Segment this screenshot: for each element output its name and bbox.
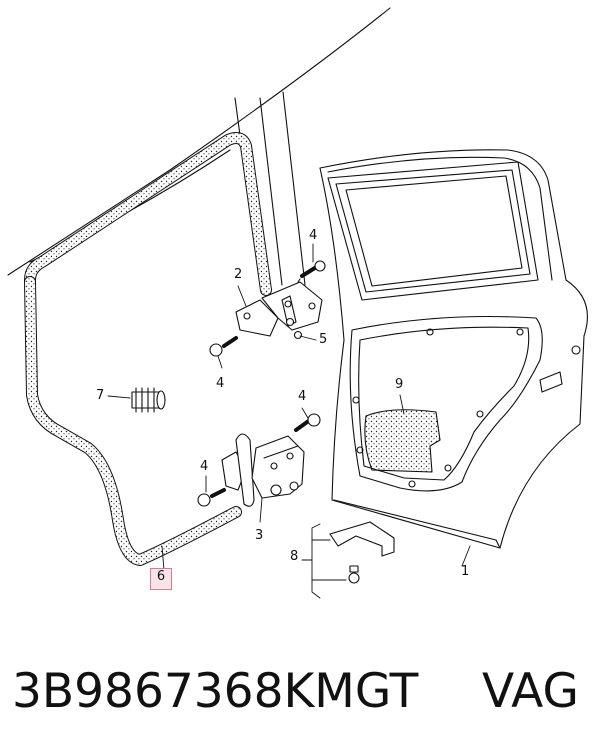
upper-hinge bbox=[235, 281, 323, 337]
callout-label-6: 6 bbox=[150, 568, 172, 590]
bracket bbox=[329, 521, 395, 584]
leader-lines bbox=[107, 243, 471, 599]
door-shell bbox=[319, 149, 588, 549]
callout-label-9: 9 bbox=[395, 377, 404, 392]
lower-hinge bbox=[221, 433, 305, 507]
callout-label-4-right-lower: 4 bbox=[298, 389, 307, 404]
callout-label-4-left-lower: 4 bbox=[200, 459, 209, 474]
callout-label-7: 7 bbox=[96, 388, 105, 403]
plug-clip bbox=[131, 387, 166, 413]
callout-label-8: 8 bbox=[290, 549, 299, 564]
callout-label-5: 5 bbox=[319, 332, 328, 347]
exploded-door-diagram bbox=[7, 7, 588, 599]
callout-label-2: 2 bbox=[234, 267, 243, 282]
bolts bbox=[197, 260, 326, 507]
part-number-text: 3B9867368KMGT bbox=[12, 664, 419, 719]
callout-label-3: 3 bbox=[255, 528, 264, 543]
callout-label-4-top: 4 bbox=[309, 228, 318, 243]
door-seal bbox=[24, 132, 272, 566]
callout-label-4-left-upper: 4 bbox=[216, 376, 225, 391]
brand-text: VAG bbox=[482, 664, 579, 719]
callout-label-1: 1 bbox=[461, 564, 470, 579]
